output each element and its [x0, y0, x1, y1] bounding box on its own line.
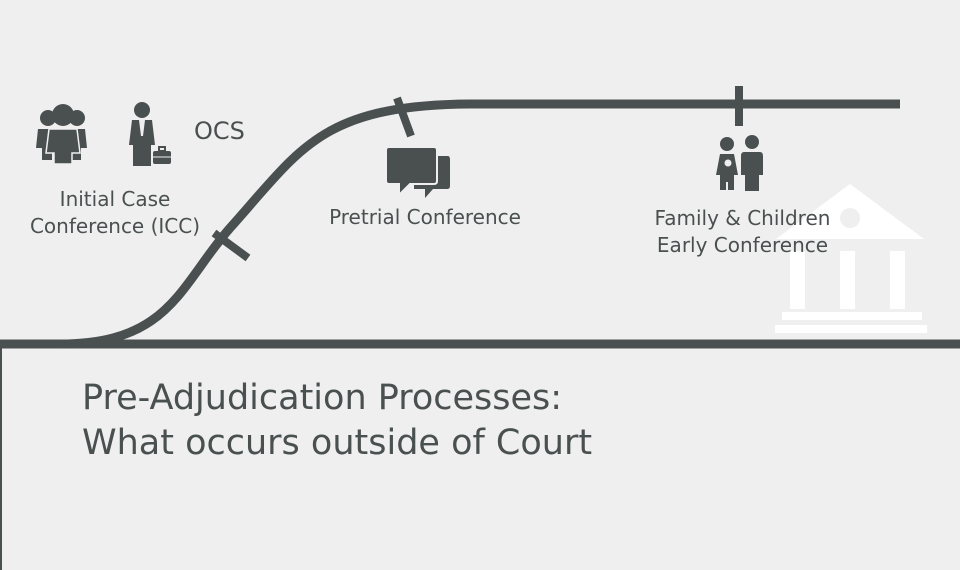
courthouse-icon	[775, 184, 927, 333]
page-title-line: Pre-Adjudication Processes:	[82, 378, 563, 418]
milestone-label-line: Family & Children	[654, 206, 831, 230]
page-title-line: What occurs outside of Court	[82, 423, 593, 463]
page-title: Pre-Adjudication Processes: What occurs …	[82, 376, 592, 466]
tick-mark-pretrial	[393, 96, 415, 138]
milestone-label-line: Initial Case	[59, 187, 171, 211]
milestone-label-line: Early Conference	[656, 233, 829, 257]
tick-mark-icc	[211, 229, 251, 262]
milestone-label-ocs: OCS	[194, 118, 245, 145]
milestone-label-line: Conference (ICC)	[29, 214, 201, 238]
milestone-label-family: Family & Children Early Conference	[640, 205, 845, 259]
milestone-label-line: OCS	[194, 117, 245, 145]
milestone-label-pretrial: Pretrial Conference	[320, 204, 530, 231]
milestone-label-icc: Initial Case Conference (ICC)	[20, 186, 210, 240]
businessman-briefcase-icon	[129, 102, 171, 166]
group-people-icon	[36, 104, 87, 165]
milestone-label-line: Pretrial Conference	[329, 205, 521, 229]
speech-bubbles-icon	[385, 146, 450, 198]
parent-child-icon	[716, 135, 763, 191]
timeline-curve	[59, 99, 900, 349]
